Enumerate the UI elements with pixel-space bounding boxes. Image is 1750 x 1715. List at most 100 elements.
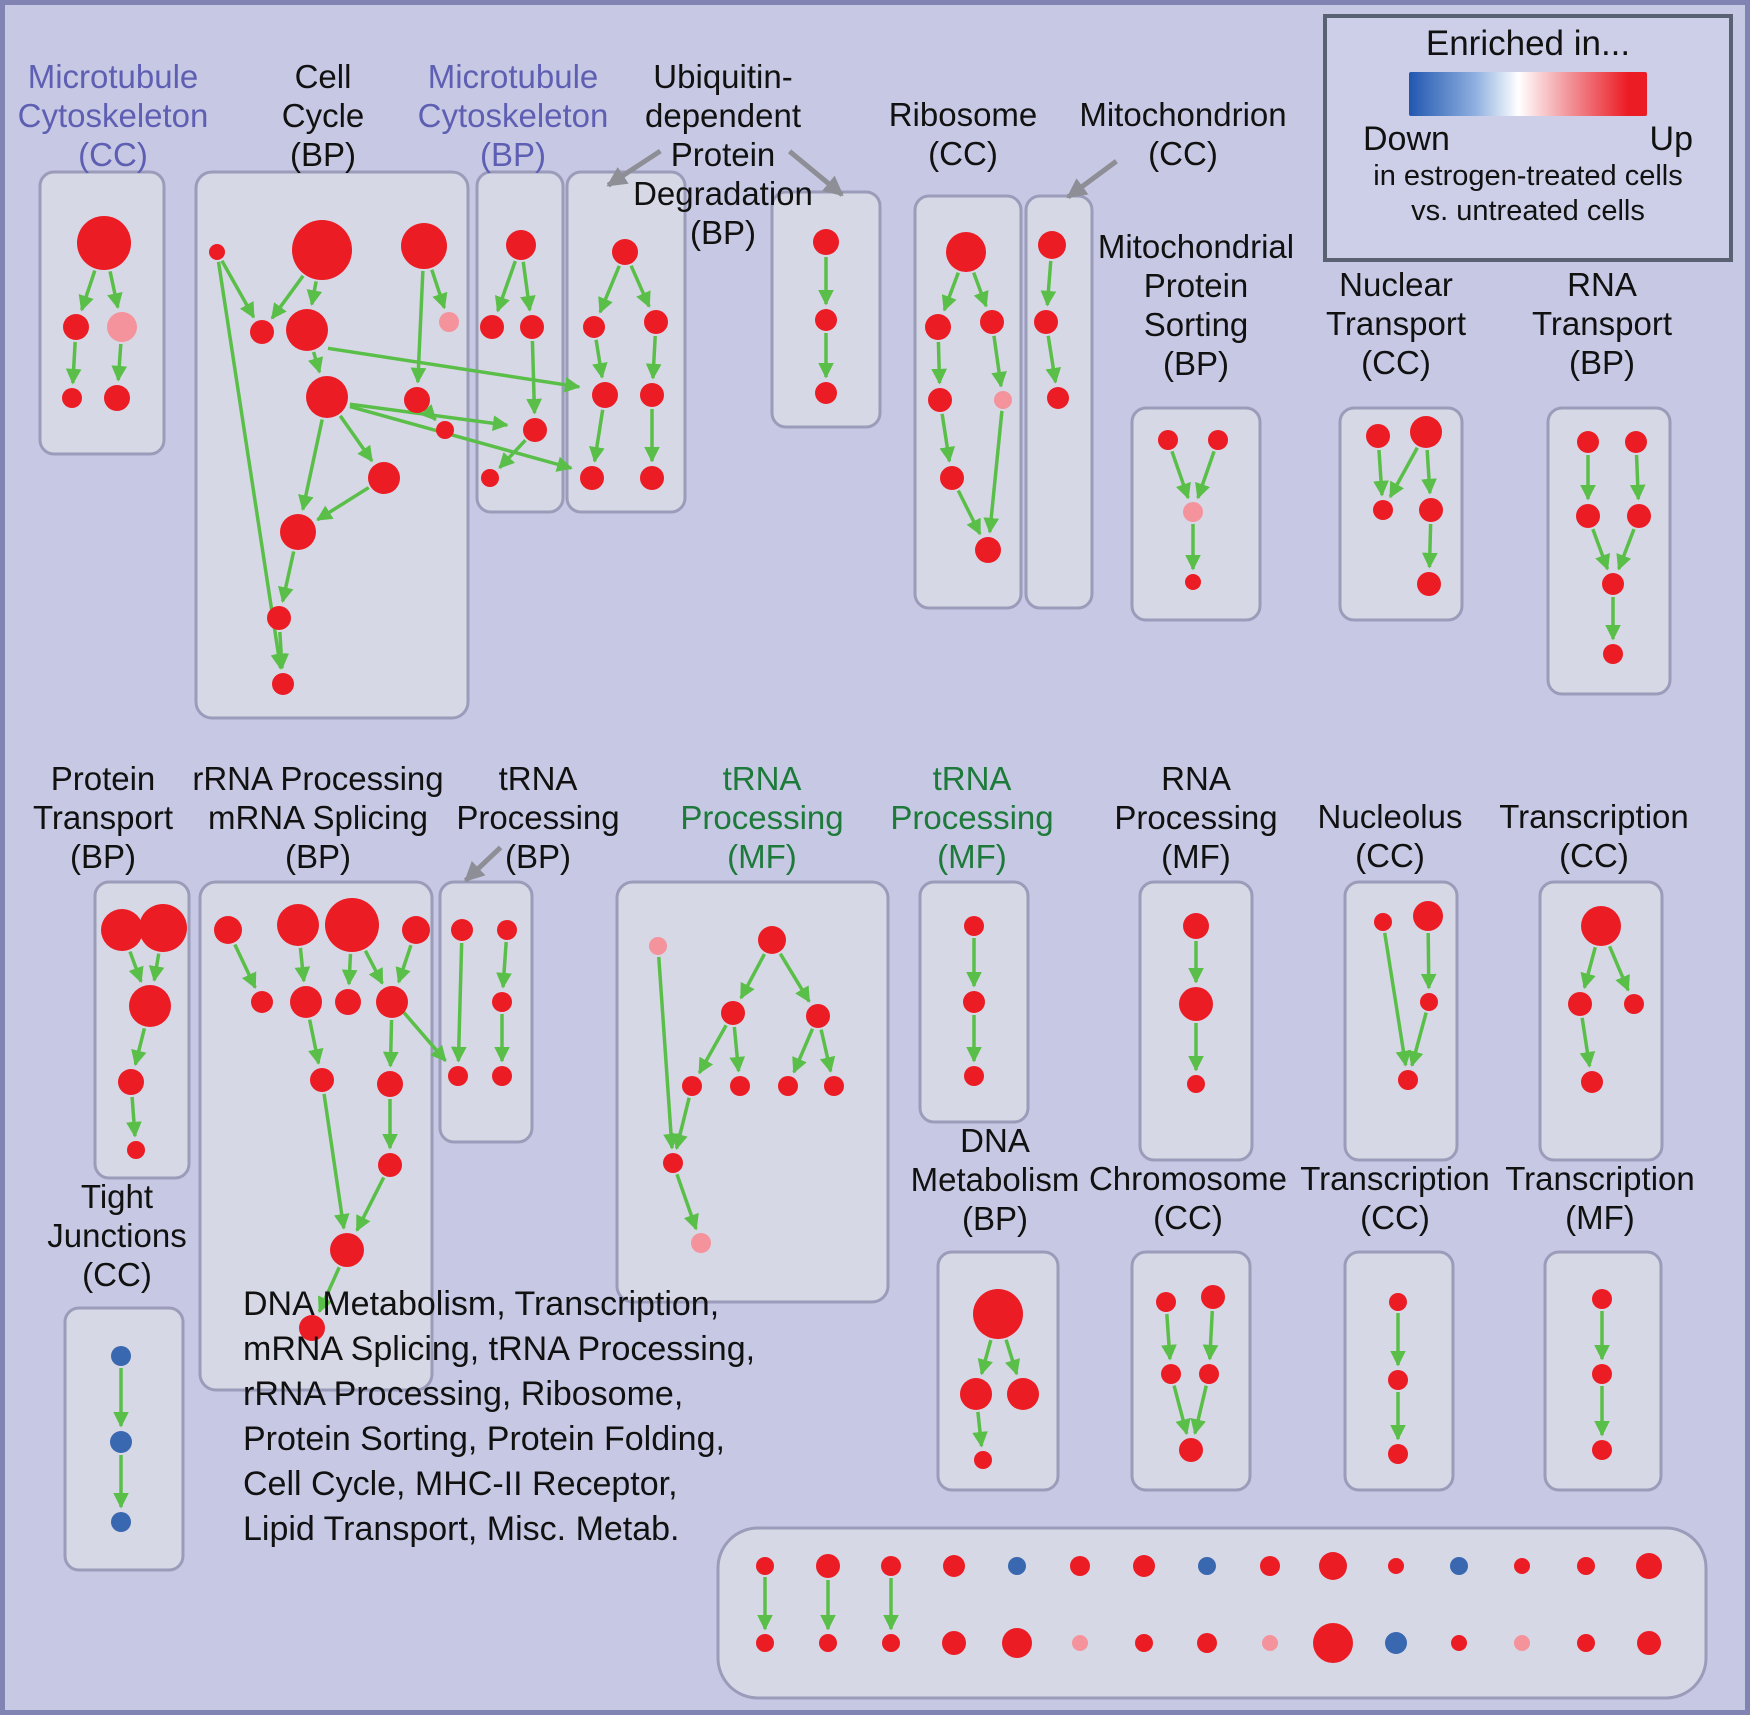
go-term-node <box>583 316 605 338</box>
edge <box>1616 528 1636 571</box>
go-term-node <box>1419 498 1443 522</box>
go-term-node <box>1592 1440 1612 1460</box>
go-term-node <box>756 1634 774 1652</box>
go-term-node <box>1070 1556 1090 1576</box>
legend: Enriched in... Down Up in estrogen-treat… <box>1323 14 1733 262</box>
edge <box>1421 449 1437 495</box>
go-term-node <box>1038 231 1066 259</box>
go-term-node <box>1008 1557 1026 1575</box>
edge <box>526 340 542 415</box>
go-term-node <box>404 387 430 413</box>
edge <box>148 953 165 982</box>
rna-transport-bp-box <box>1546 406 1672 696</box>
go-term-node <box>1514 1635 1530 1651</box>
edge <box>739 953 767 1000</box>
edge <box>322 1093 350 1230</box>
go-term-node <box>691 1233 711 1253</box>
go-term-node <box>1047 387 1069 409</box>
go-term-node <box>107 312 137 342</box>
go-term-node <box>280 514 316 550</box>
edge <box>589 409 605 463</box>
go-term-node <box>1592 1289 1612 1309</box>
go-term-node <box>1592 1364 1612 1384</box>
go-term-node <box>975 537 1001 563</box>
go-term-node <box>376 986 408 1018</box>
go-term-node <box>1156 1292 1176 1312</box>
go-term-node <box>592 382 618 408</box>
edge <box>233 943 257 989</box>
edge <box>819 1029 836 1073</box>
go-term-node <box>813 229 839 255</box>
go-term-node <box>640 383 664 407</box>
go-term-node <box>267 606 291 630</box>
go-term-node <box>980 310 1004 334</box>
go-term-node <box>506 230 536 260</box>
edge <box>991 335 1007 388</box>
mitochondrion-cc-label: Mitochondrion(CC) <box>1079 96 1286 172</box>
go-term-node <box>1197 1633 1217 1653</box>
edge <box>1195 450 1216 500</box>
go-term-node <box>377 1071 403 1097</box>
go-term-node <box>292 220 352 280</box>
go-term-node <box>1385 1632 1407 1654</box>
go-term-node <box>127 1141 145 1159</box>
go-term-node <box>1388 1444 1408 1464</box>
go-term-node <box>1420 993 1438 1011</box>
go-term-node <box>286 309 328 351</box>
go-term-node <box>1625 431 1647 453</box>
go-term-node <box>110 1431 132 1453</box>
go-term-node <box>964 1066 984 1086</box>
edge <box>1591 528 1610 571</box>
edge <box>355 1176 386 1232</box>
edge <box>349 404 573 472</box>
legend-up-label: Up <box>1649 120 1693 158</box>
go-term-node <box>492 1066 512 1086</box>
go-term-node <box>721 1001 745 1025</box>
go-term-node <box>1637 1631 1661 1655</box>
edge <box>697 1024 728 1075</box>
go-term-node <box>1158 430 1178 450</box>
go-term-node <box>62 388 82 408</box>
go-term-node <box>111 1346 131 1366</box>
go-term-node <box>480 315 504 339</box>
edge <box>494 260 517 313</box>
legend-subtitle-2: vs. untreated cells <box>1411 195 1645 227</box>
go-term-node <box>1451 1635 1467 1651</box>
edge <box>382 1019 399 1068</box>
go-term-node <box>492 992 512 1012</box>
edge <box>1579 1017 1596 1068</box>
go-term-node <box>580 466 604 490</box>
edge <box>1004 1339 1021 1376</box>
mixed-cluster-note: DNA Metabolism, Transcription, mRNA Spli… <box>243 1282 755 1552</box>
go-term-node <box>1581 1071 1603 1093</box>
go-term-node <box>881 1556 901 1576</box>
go-term-node <box>994 391 1012 409</box>
go-term-node <box>1366 424 1390 448</box>
go-term-node <box>1389 1293 1407 1311</box>
edge <box>1629 454 1646 501</box>
edge <box>1190 1385 1208 1435</box>
edge <box>298 419 324 512</box>
go-term-node <box>946 232 986 272</box>
edge <box>111 343 128 382</box>
go-term-node <box>815 382 837 404</box>
go-term-node <box>436 421 454 439</box>
go-term-node <box>1199 1364 1219 1384</box>
edge <box>778 952 811 1003</box>
edge <box>977 1339 993 1376</box>
go-term-node <box>682 1076 702 1096</box>
go-term-node <box>1133 1555 1155 1577</box>
edge <box>1420 932 1437 990</box>
go-term-node <box>1374 913 1392 931</box>
go-term-node <box>1602 573 1624 595</box>
go-term-node <box>1577 431 1599 453</box>
edge <box>341 953 358 986</box>
go-term-node <box>1179 1438 1203 1462</box>
